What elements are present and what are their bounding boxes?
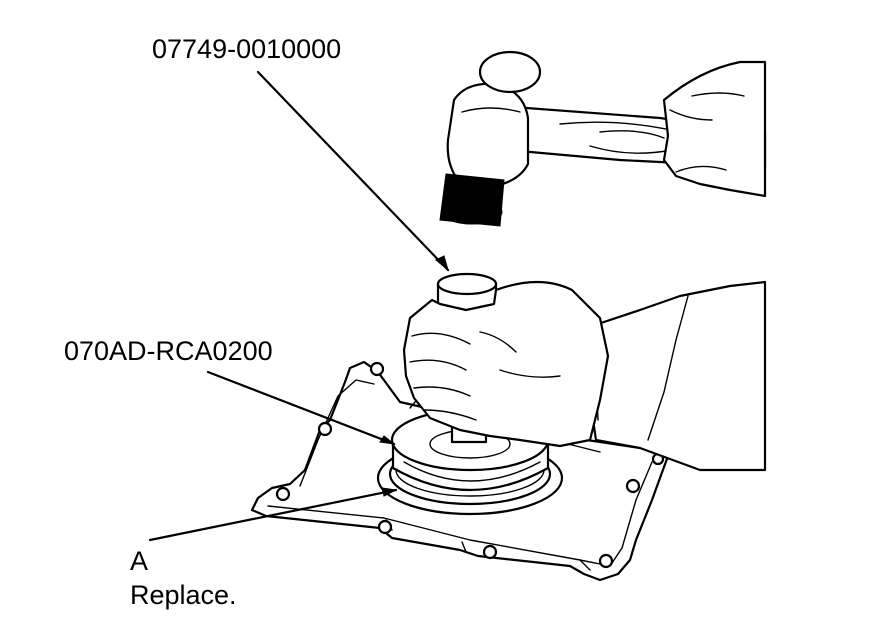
part-letter-label: A (130, 546, 149, 576)
driver-tool-number: 07749-0010000 (152, 34, 342, 64)
attachment-tool-number: 070AD-RCA0200 (64, 336, 273, 366)
leader-lines (148, 70, 450, 542)
arm-sleeve (588, 280, 767, 472)
part-note-label: Replace. (130, 580, 237, 610)
gripping-hand (402, 280, 610, 448)
hammer-hand (662, 60, 767, 198)
